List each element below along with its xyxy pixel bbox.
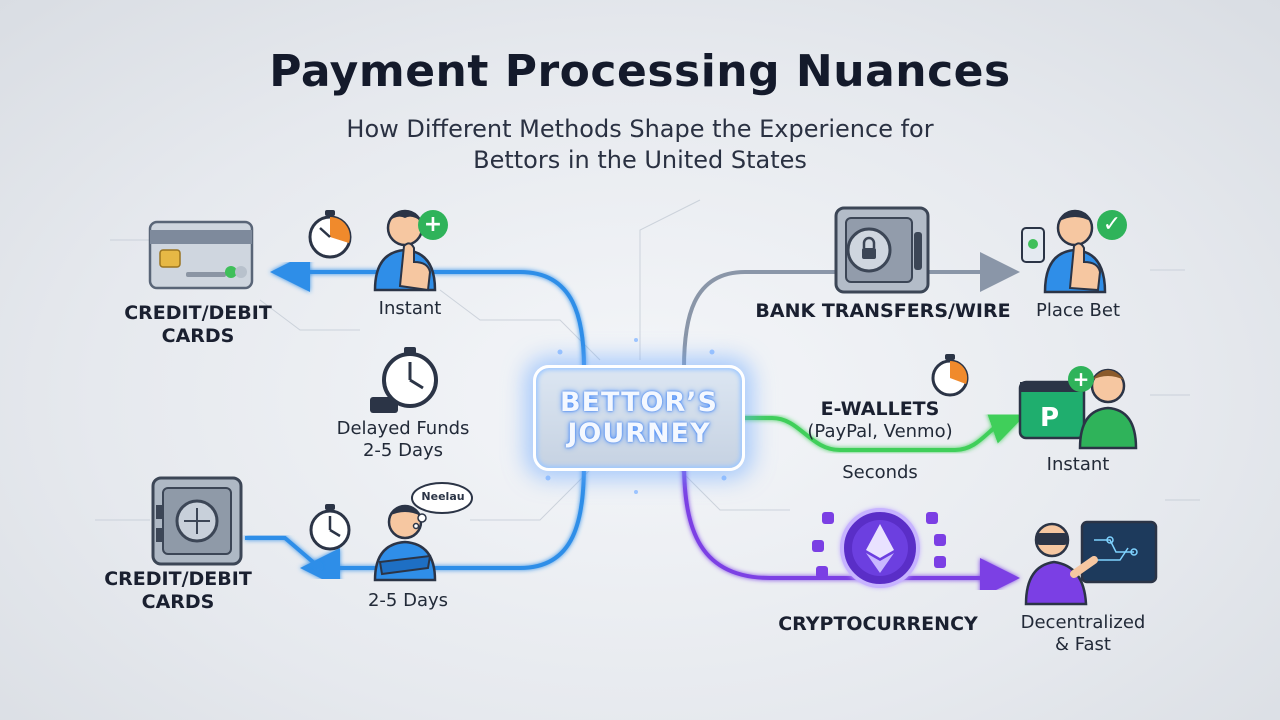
timing-line-2: 2-5 Days <box>362 440 444 461</box>
center-line-2: JOURNEY <box>567 418 711 449</box>
method-label-line-2: CARDS <box>141 591 215 613</box>
result-line-1: Decentralized <box>1020 612 1146 633</box>
page-title: Payment Processing Nuances <box>269 46 1011 97</box>
path-bottom-cards <box>300 461 586 588</box>
result-line-2: & Fast <box>1055 634 1111 655</box>
method-cryptocurrency: CRYPTOCURRENCY <box>778 613 978 635</box>
method-label-line-1: E-WALLETS <box>820 398 940 420</box>
method-bank-transfers: BANK TRANSFERS/WIRE <box>755 300 1011 322</box>
subtitle-line-2: Bettors in the United States <box>473 146 807 174</box>
path-crypto <box>682 461 1020 598</box>
timing-line-1: Delayed Funds <box>336 418 470 439</box>
subtitle-line-1: How Different Methods Shape the Experien… <box>346 115 934 143</box>
result-instant: Instant <box>1046 454 1110 475</box>
timing-seconds: Seconds <box>842 462 918 483</box>
method-label-line-2: (PayPal, Venmo) <box>807 421 953 442</box>
method-label-line-1: CREDIT/DEBIT <box>104 568 252 590</box>
timing-instant-left: Instant <box>378 298 442 319</box>
plus-badge-icon: + <box>418 210 448 240</box>
method-credit-debit-top: CREDIT/DEBIT CARDS <box>108 302 288 348</box>
result-place-bet: Place Bet <box>1035 300 1121 321</box>
path-bank-transfer <box>682 252 1020 369</box>
page-subtitle: How Different Methods Shape the Experien… <box>0 114 1280 176</box>
method-label-line-1: CREDIT/DEBIT <box>124 302 272 324</box>
plus-badge-icon-ewallet: + <box>1068 366 1094 392</box>
method-credit-debit-bottom: CREDIT/DEBIT CARDS <box>88 568 268 614</box>
method-e-wallets: E-WALLETS (PayPal, Venmo) <box>790 398 970 443</box>
timing-delayed-funds: Delayed Funds 2-5 Days <box>318 418 488 462</box>
timing-2-5-days: 2-5 Days <box>367 590 449 611</box>
center-line-1: BETTOR’S <box>560 387 718 418</box>
check-badge-icon: ✓ <box>1097 210 1127 240</box>
bettors-journey-node: BETTOR’S JOURNEY <box>533 365 745 471</box>
path-instant-cards <box>270 252 586 369</box>
thought-bubble-text: Neelau <box>421 490 465 503</box>
path-ewallet <box>738 405 1029 452</box>
method-label-line-2: CARDS <box>161 325 235 347</box>
result-decentralized: Decentralized & Fast <box>998 612 1168 656</box>
